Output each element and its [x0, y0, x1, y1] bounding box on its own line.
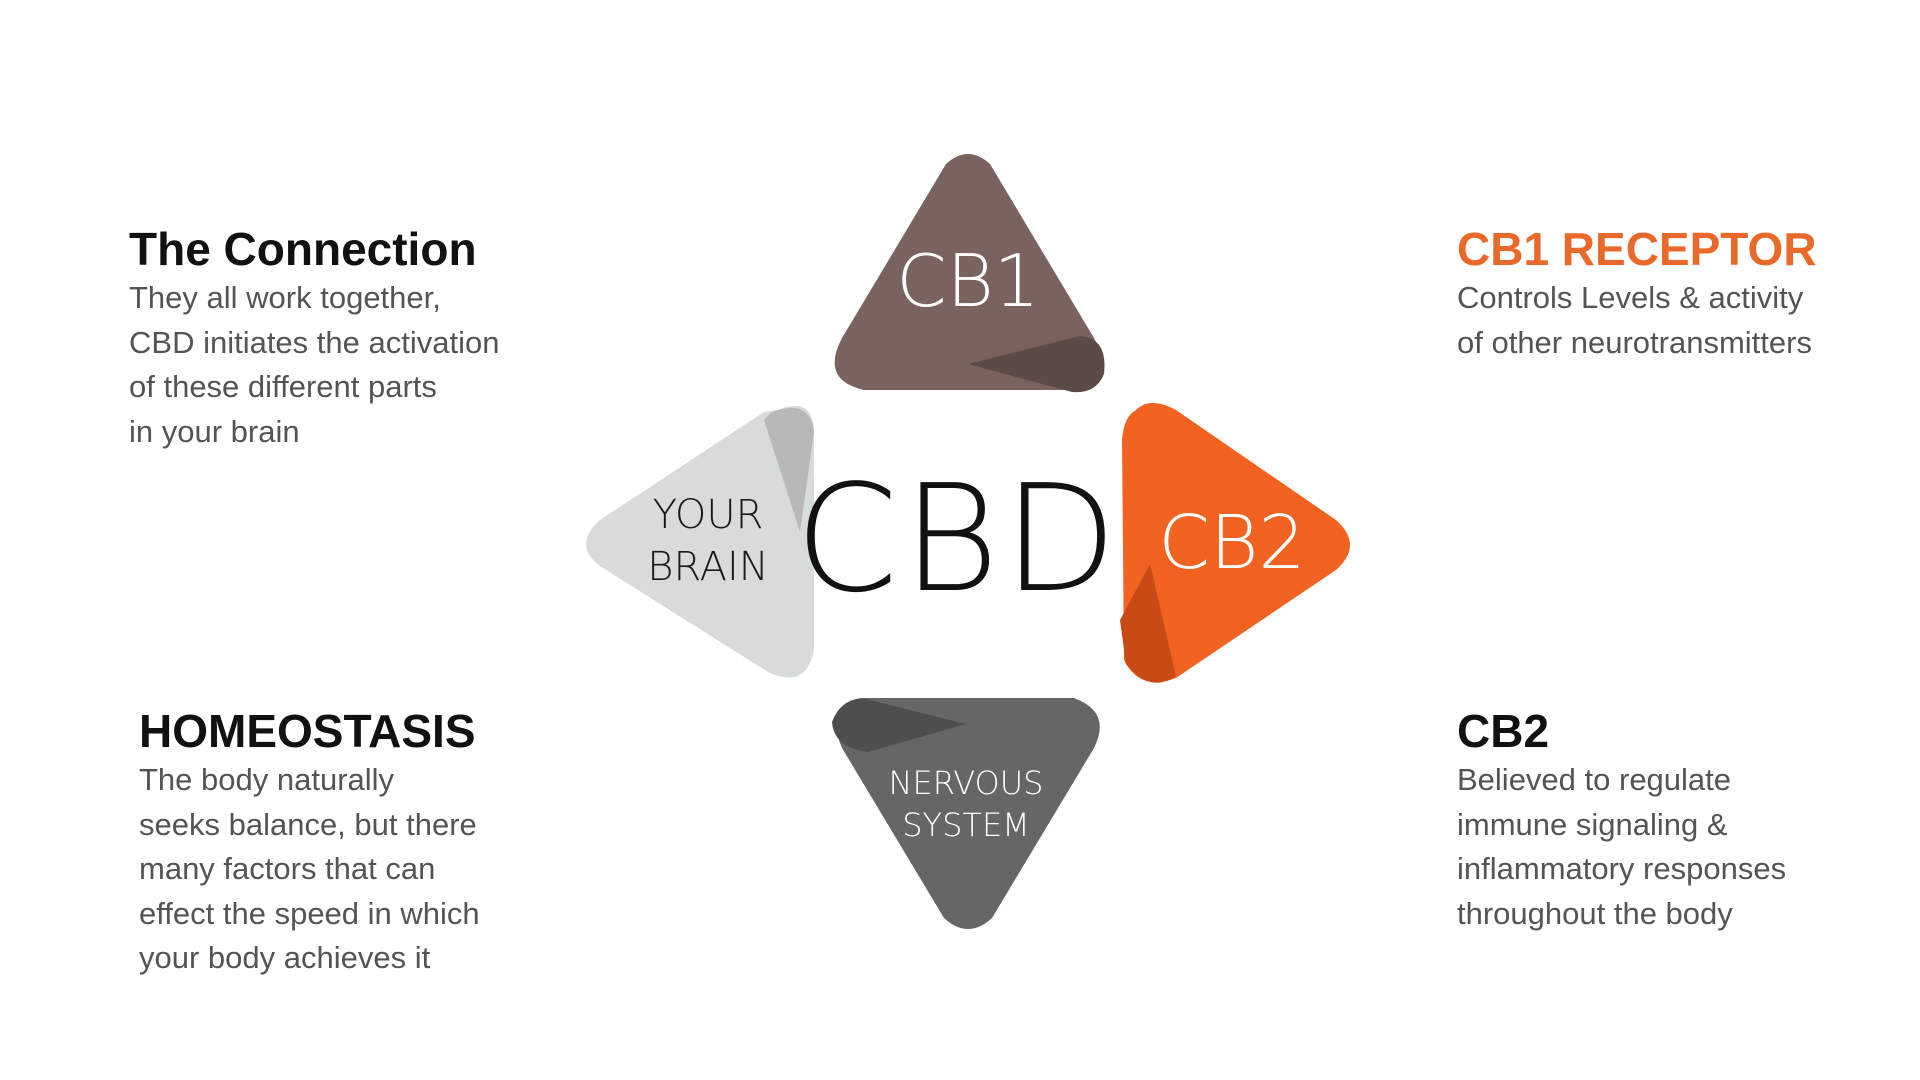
cb2-block: CB2 Believed to regulate immune signalin…	[1457, 704, 1786, 936]
cb1-receptor-line-2: of other neurotransmitters	[1457, 324, 1812, 360]
connection-line-4: in your brain	[129, 413, 300, 449]
your-brain-triangle	[586, 405, 814, 678]
cb2-line-3: inflammatory responses	[1457, 851, 1787, 886]
cb2-line-2: immune signaling &	[1457, 806, 1728, 842]
cb1-receptor-body: Controls Levels & activity of other neur…	[1457, 276, 1817, 365]
connection-line-2: CBD initiates the activation	[129, 324, 500, 360]
your-brain-label-line1: YOUR	[653, 492, 764, 538]
connection-title: The Connection	[129, 223, 477, 275]
cb2-line-4: throughout the body	[1457, 895, 1733, 931]
homeostasis-line-4: effect the speed in which	[139, 895, 480, 931]
your-brain-node: YOUR BRAIN	[586, 405, 814, 678]
cb2-fold	[1120, 564, 1176, 683]
cb1-triangle	[834, 154, 1101, 390]
cb1-label: CB1	[896, 239, 1039, 323]
cb2-triangle	[1122, 403, 1350, 683]
nervous-system-node: NERVOUS SYSTEM	[832, 698, 1100, 929]
center-label-cbd: CBD	[795, 453, 1121, 625]
connection-line-3: of these different parts	[129, 369, 437, 404]
your-brain-label-line2: BRAIN	[647, 544, 768, 590]
cb1-fold	[968, 336, 1105, 393]
homeostasis-line-3: many factors that can	[139, 851, 436, 886]
homeostasis-block: HOMEOSTASIS The body naturally seeks bal…	[139, 704, 480, 981]
homeostasis-title: HOMEOSTASIS	[139, 705, 476, 757]
homeostasis-line-5: your body achieves it	[139, 940, 431, 975]
cb1-receptor-block: CB1 RECEPTOR Controls Levels & activity …	[1457, 222, 1817, 365]
nervous-system-label-line1: NERVOUS	[889, 764, 1044, 802]
cb1-receptor-title: CB1 RECEPTOR	[1457, 223, 1817, 275]
cb1-receptor-line-1: Controls Levels & activity	[1457, 280, 1804, 315]
your-brain-fold	[764, 407, 814, 532]
nervous-system-fold	[832, 698, 966, 752]
nervous-system-triangle	[837, 698, 1100, 929]
connection-line-1: They all work together,	[129, 280, 441, 315]
homeostasis-body: The body naturally seeks balance, but th…	[139, 758, 480, 981]
connection-body: They all work together, CBD initiates th…	[129, 276, 499, 454]
cb2-title: CB2	[1457, 705, 1550, 757]
connection-block: The Connection They all work together, C…	[129, 222, 499, 454]
nervous-system-label-line2: SYSTEM	[902, 806, 1030, 844]
homeostasis-line-1: The body naturally	[139, 762, 395, 797]
cb1-node: CB1	[834, 154, 1105, 393]
homeostasis-line-2: seeks balance, but there	[139, 806, 477, 842]
cb2-body: Believed to regulate immune signaling & …	[1457, 758, 1786, 936]
cb2-line-1: Believed to regulate	[1457, 762, 1732, 797]
cb2-label: CB2	[1158, 500, 1305, 586]
cb2-node: CB2	[1120, 403, 1350, 683]
